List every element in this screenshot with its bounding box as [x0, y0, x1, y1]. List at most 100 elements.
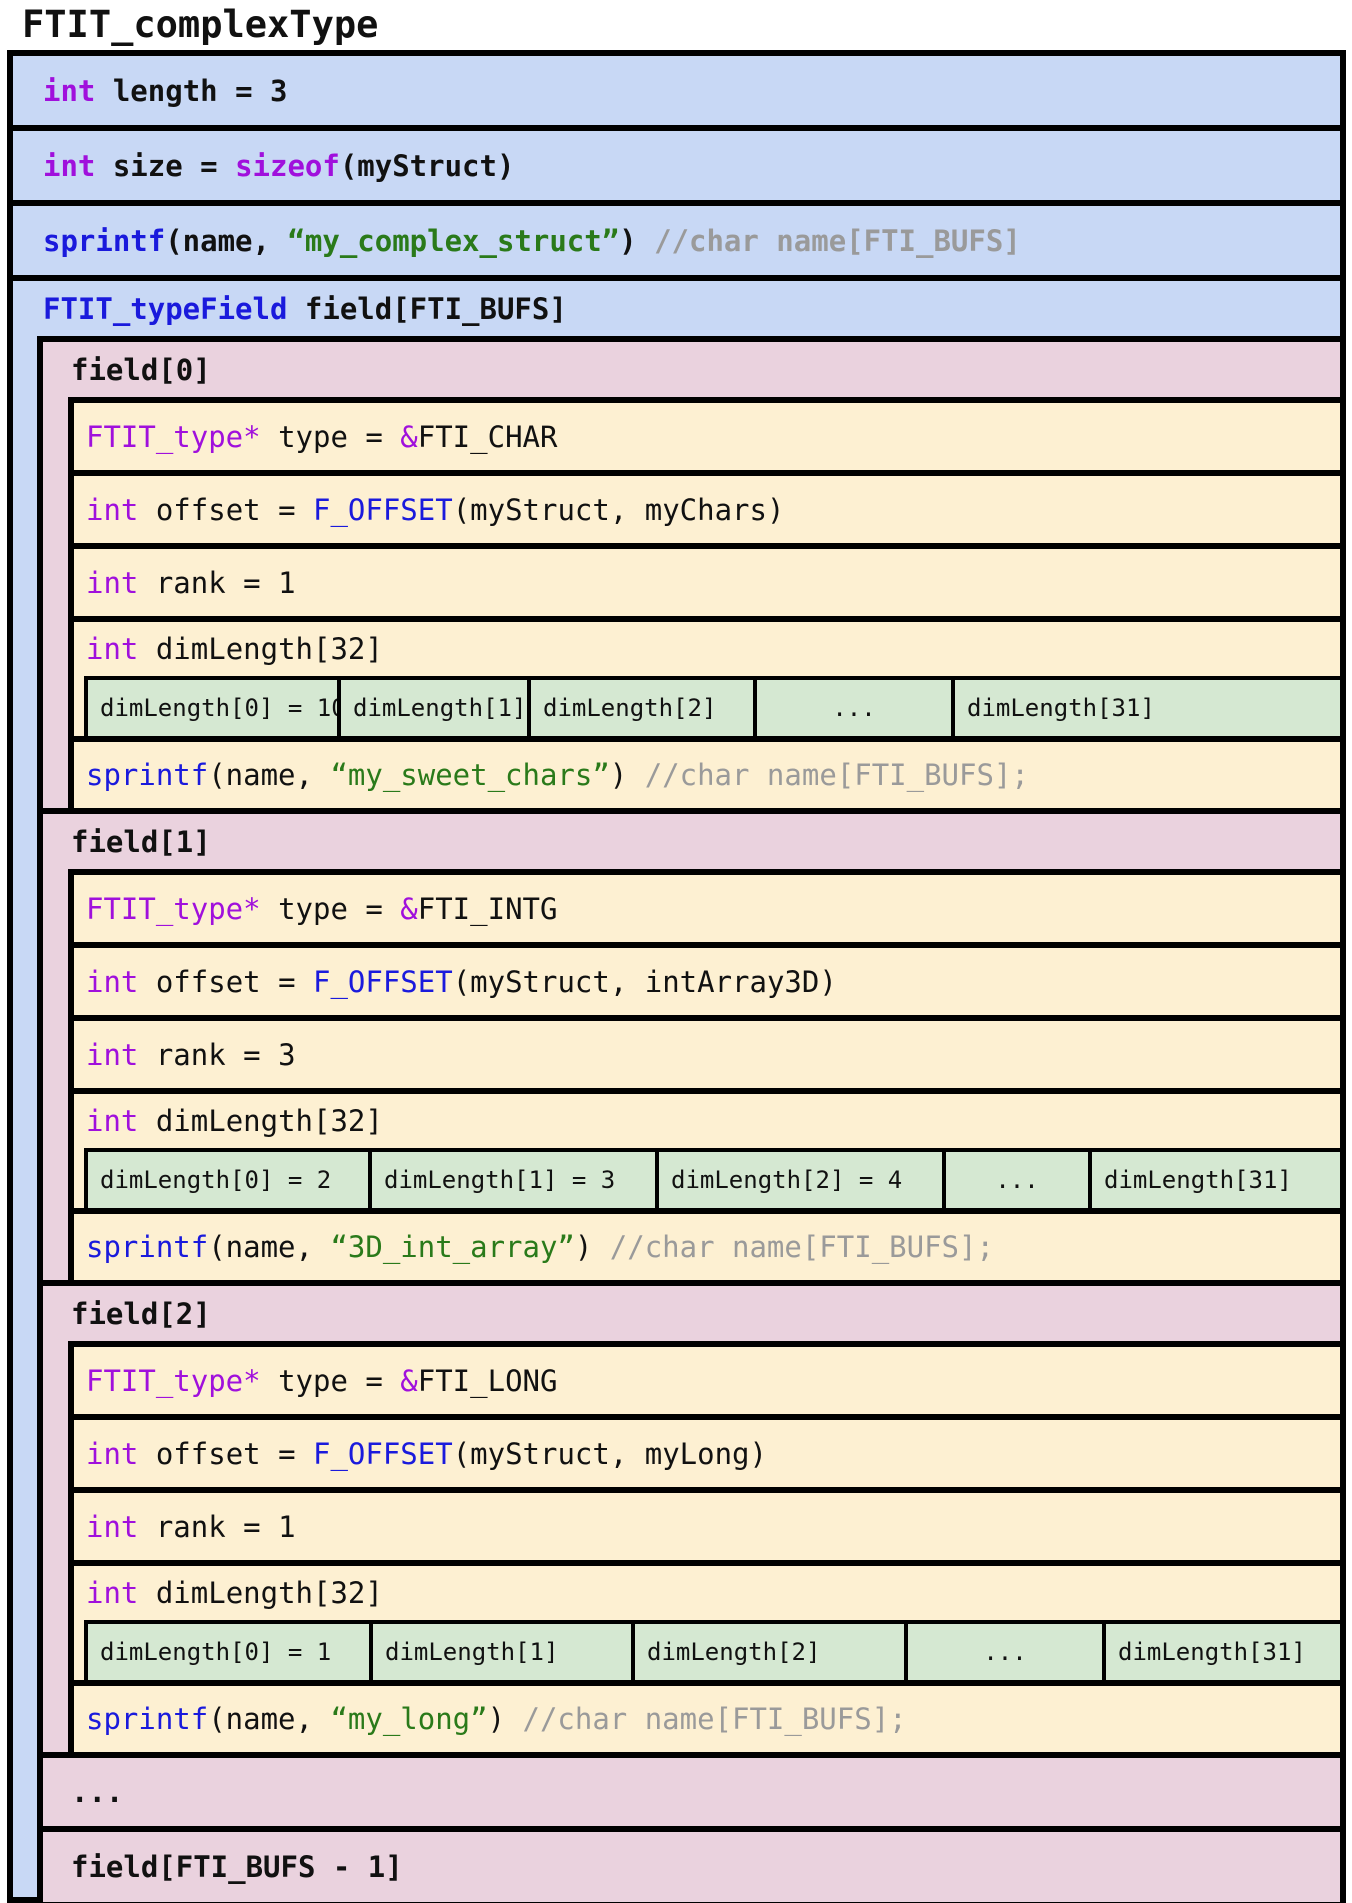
name-row: sprintf(name, “3D_int_array”) //char nam…	[74, 1214, 1340, 1280]
diagram-title: FTIT_complexType	[22, 3, 379, 46]
dimlength-keyword: int	[86, 632, 139, 666]
ampersand: &	[400, 891, 418, 926]
name-close: )	[609, 758, 645, 792]
name-string: “3D_int_array”	[330, 1230, 575, 1264]
dimlength-label: int dimLength[32]	[74, 622, 1340, 676]
name-args: (name,	[208, 758, 331, 792]
rank-keyword: int	[86, 1037, 139, 1072]
type-keyword: FTIT_type*	[86, 1363, 261, 1398]
rank-row: int rank = 1	[74, 549, 1340, 622]
dimlength-cell: dimLength[31]	[1104, 1166, 1292, 1194]
offset-args: (myStruct, myLong)	[452, 1436, 767, 1471]
name-row: sprintf(name, “my_complex_struct”) //cha…	[13, 206, 1340, 281]
offset-row: int offset = F_OFFSET(myStruct, intArray…	[74, 948, 1340, 1021]
dimlength-row: int dimLength[32] dimLength[0] = 2 dimLe…	[74, 1094, 1340, 1214]
name-comment: //char name[FTI_BUFS]	[654, 223, 1021, 258]
field-members: FTIT_type* type = &FTI_LONG int offset =…	[68, 1341, 1340, 1752]
length-keyword: int	[43, 73, 96, 108]
dimlength-text: dimLength[32]	[138, 632, 383, 666]
type-text: type =	[260, 419, 401, 454]
offset-function: F_OFFSET	[313, 1436, 453, 1471]
rank-text: rank = 3	[138, 1037, 296, 1072]
type-value: FTI_CHAR	[417, 419, 558, 454]
offset-function: F_OFFSET	[313, 492, 453, 527]
field-label: field[0]	[71, 352, 211, 387]
field-members: FTIT_type* type = &FTI_CHAR int offset =…	[68, 397, 1340, 808]
type-row: FTIT_type* type = &FTI_CHAR	[74, 403, 1340, 476]
type-keyword: FTIT_type*	[86, 891, 261, 926]
dimlength-text: dimLength[32]	[138, 1576, 383, 1610]
dimlength-cell: ...	[946, 1152, 1092, 1208]
dimlength-cells: dimLength[0] = 1 dimLength[1] dimLength[…	[84, 1620, 1340, 1680]
length-row: int length = 3	[13, 56, 1340, 131]
name-row: sprintf(name, “my_sweet_chars”) //char n…	[74, 742, 1340, 808]
dimlength-cell: dimLength[0] = 10	[88, 680, 341, 736]
offset-args: (myStruct, myChars)	[452, 492, 785, 527]
offset-args: (myStruct, intArray3D)	[452, 964, 837, 999]
offset-function: F_OFFSET	[313, 964, 453, 999]
dimlength-cell: dimLength[1] = 3	[372, 1152, 659, 1208]
dimlength-cell: ...	[908, 1624, 1106, 1680]
name-string: “my_complex_struct”	[287, 223, 620, 258]
name-args: (name,	[208, 1702, 331, 1736]
type-text: type =	[260, 1363, 401, 1398]
offset-row: int offset = F_OFFSET(myStruct, myLong)	[74, 1420, 1340, 1493]
name-args: (name,	[165, 223, 288, 258]
rank-row: int rank = 3	[74, 1021, 1340, 1094]
field-array-name: field[FTI_BUFS]	[287, 291, 567, 326]
name-function: sprintf	[86, 1702, 209, 1736]
size-text: size =	[95, 148, 236, 183]
size-arg: (myStruct)	[339, 148, 515, 183]
dimlength-cell: dimLength[1]	[373, 1624, 635, 1680]
offset-text: offset =	[138, 1436, 313, 1471]
length-text: length = 3	[95, 73, 288, 108]
field-array-type: FTIT_typeField	[43, 291, 288, 326]
type-row: FTIT_type* type = &FTI_LONG	[74, 1347, 1340, 1420]
type-text: type =	[260, 891, 401, 926]
size-keyword: int	[43, 148, 96, 183]
rank-keyword: int	[86, 1509, 139, 1544]
field-block: field[1] FTIT_type* type = &FTI_INTG int…	[43, 814, 1340, 1286]
field-label: field[2]	[71, 1296, 211, 1331]
type-value: FTI_INTG	[417, 891, 558, 926]
type-row: FTIT_type* type = &FTI_INTG	[74, 875, 1340, 948]
dimlength-cell: dimLength[2] = 4	[659, 1152, 946, 1208]
rank-keyword: int	[86, 565, 139, 600]
dimlength-keyword: int	[86, 1576, 139, 1610]
type-keyword: FTIT_type*	[86, 419, 261, 454]
field-block: field[2] FTIT_type* type = &FTI_LONG int…	[43, 1286, 1340, 1758]
name-close: )	[487, 1702, 523, 1736]
dimlength-cell: dimLength[31]	[967, 694, 1155, 722]
name-comment: //char name[FTI_BUFS];	[644, 758, 1029, 792]
last-field: field[FTI_BUFS - 1]	[43, 1832, 1340, 1902]
offset-text: offset =	[138, 964, 313, 999]
dimlength-row: int dimLength[32] dimLength[0] = 1 dimLe…	[74, 1566, 1340, 1686]
name-close: )	[574, 1230, 610, 1264]
name-function: sprintf	[86, 758, 209, 792]
name-row: sprintf(name, “my_long”) //char name[FTI…	[74, 1686, 1340, 1752]
dimlength-cells: dimLength[0] = 2 dimLength[1] = 3 dimLen…	[84, 1148, 1340, 1208]
ampersand: &	[400, 419, 418, 454]
name-comment: //char name[FTI_BUFS];	[609, 1230, 994, 1264]
ellipsis-field: ...	[43, 1758, 1340, 1832]
dimlength-cells: dimLength[0] = 10 dimLength[1] dimLength…	[84, 676, 1340, 736]
sizeof-keyword: sizeof	[235, 148, 340, 183]
field-block: field[0] FTIT_type* type = &FTI_CHAR int…	[43, 342, 1340, 814]
name-string: “my_sweet_chars”	[330, 758, 610, 792]
dimlength-label: int dimLength[32]	[74, 1566, 1340, 1620]
name-close: )	[619, 223, 655, 258]
offset-keyword: int	[86, 1436, 139, 1471]
dimlength-keyword: int	[86, 1104, 139, 1138]
offset-keyword: int	[86, 492, 139, 527]
offset-text: offset =	[138, 492, 313, 527]
field-array: field[0] FTIT_type* type = &FTI_CHAR int…	[37, 336, 1340, 1902]
rank-row: int rank = 1	[74, 1493, 1340, 1566]
dimlength-cell: ...	[757, 680, 955, 736]
name-args: (name,	[208, 1230, 331, 1264]
dimlength-cell: dimLength[31]	[1118, 1638, 1306, 1666]
offset-keyword: int	[86, 964, 139, 999]
name-function: sprintf	[43, 223, 166, 258]
dimlength-row: int dimLength[32] dimLength[0] = 10 dimL…	[74, 622, 1340, 742]
ampersand: &	[400, 1363, 418, 1398]
dimlength-text: dimLength[32]	[138, 1104, 383, 1138]
